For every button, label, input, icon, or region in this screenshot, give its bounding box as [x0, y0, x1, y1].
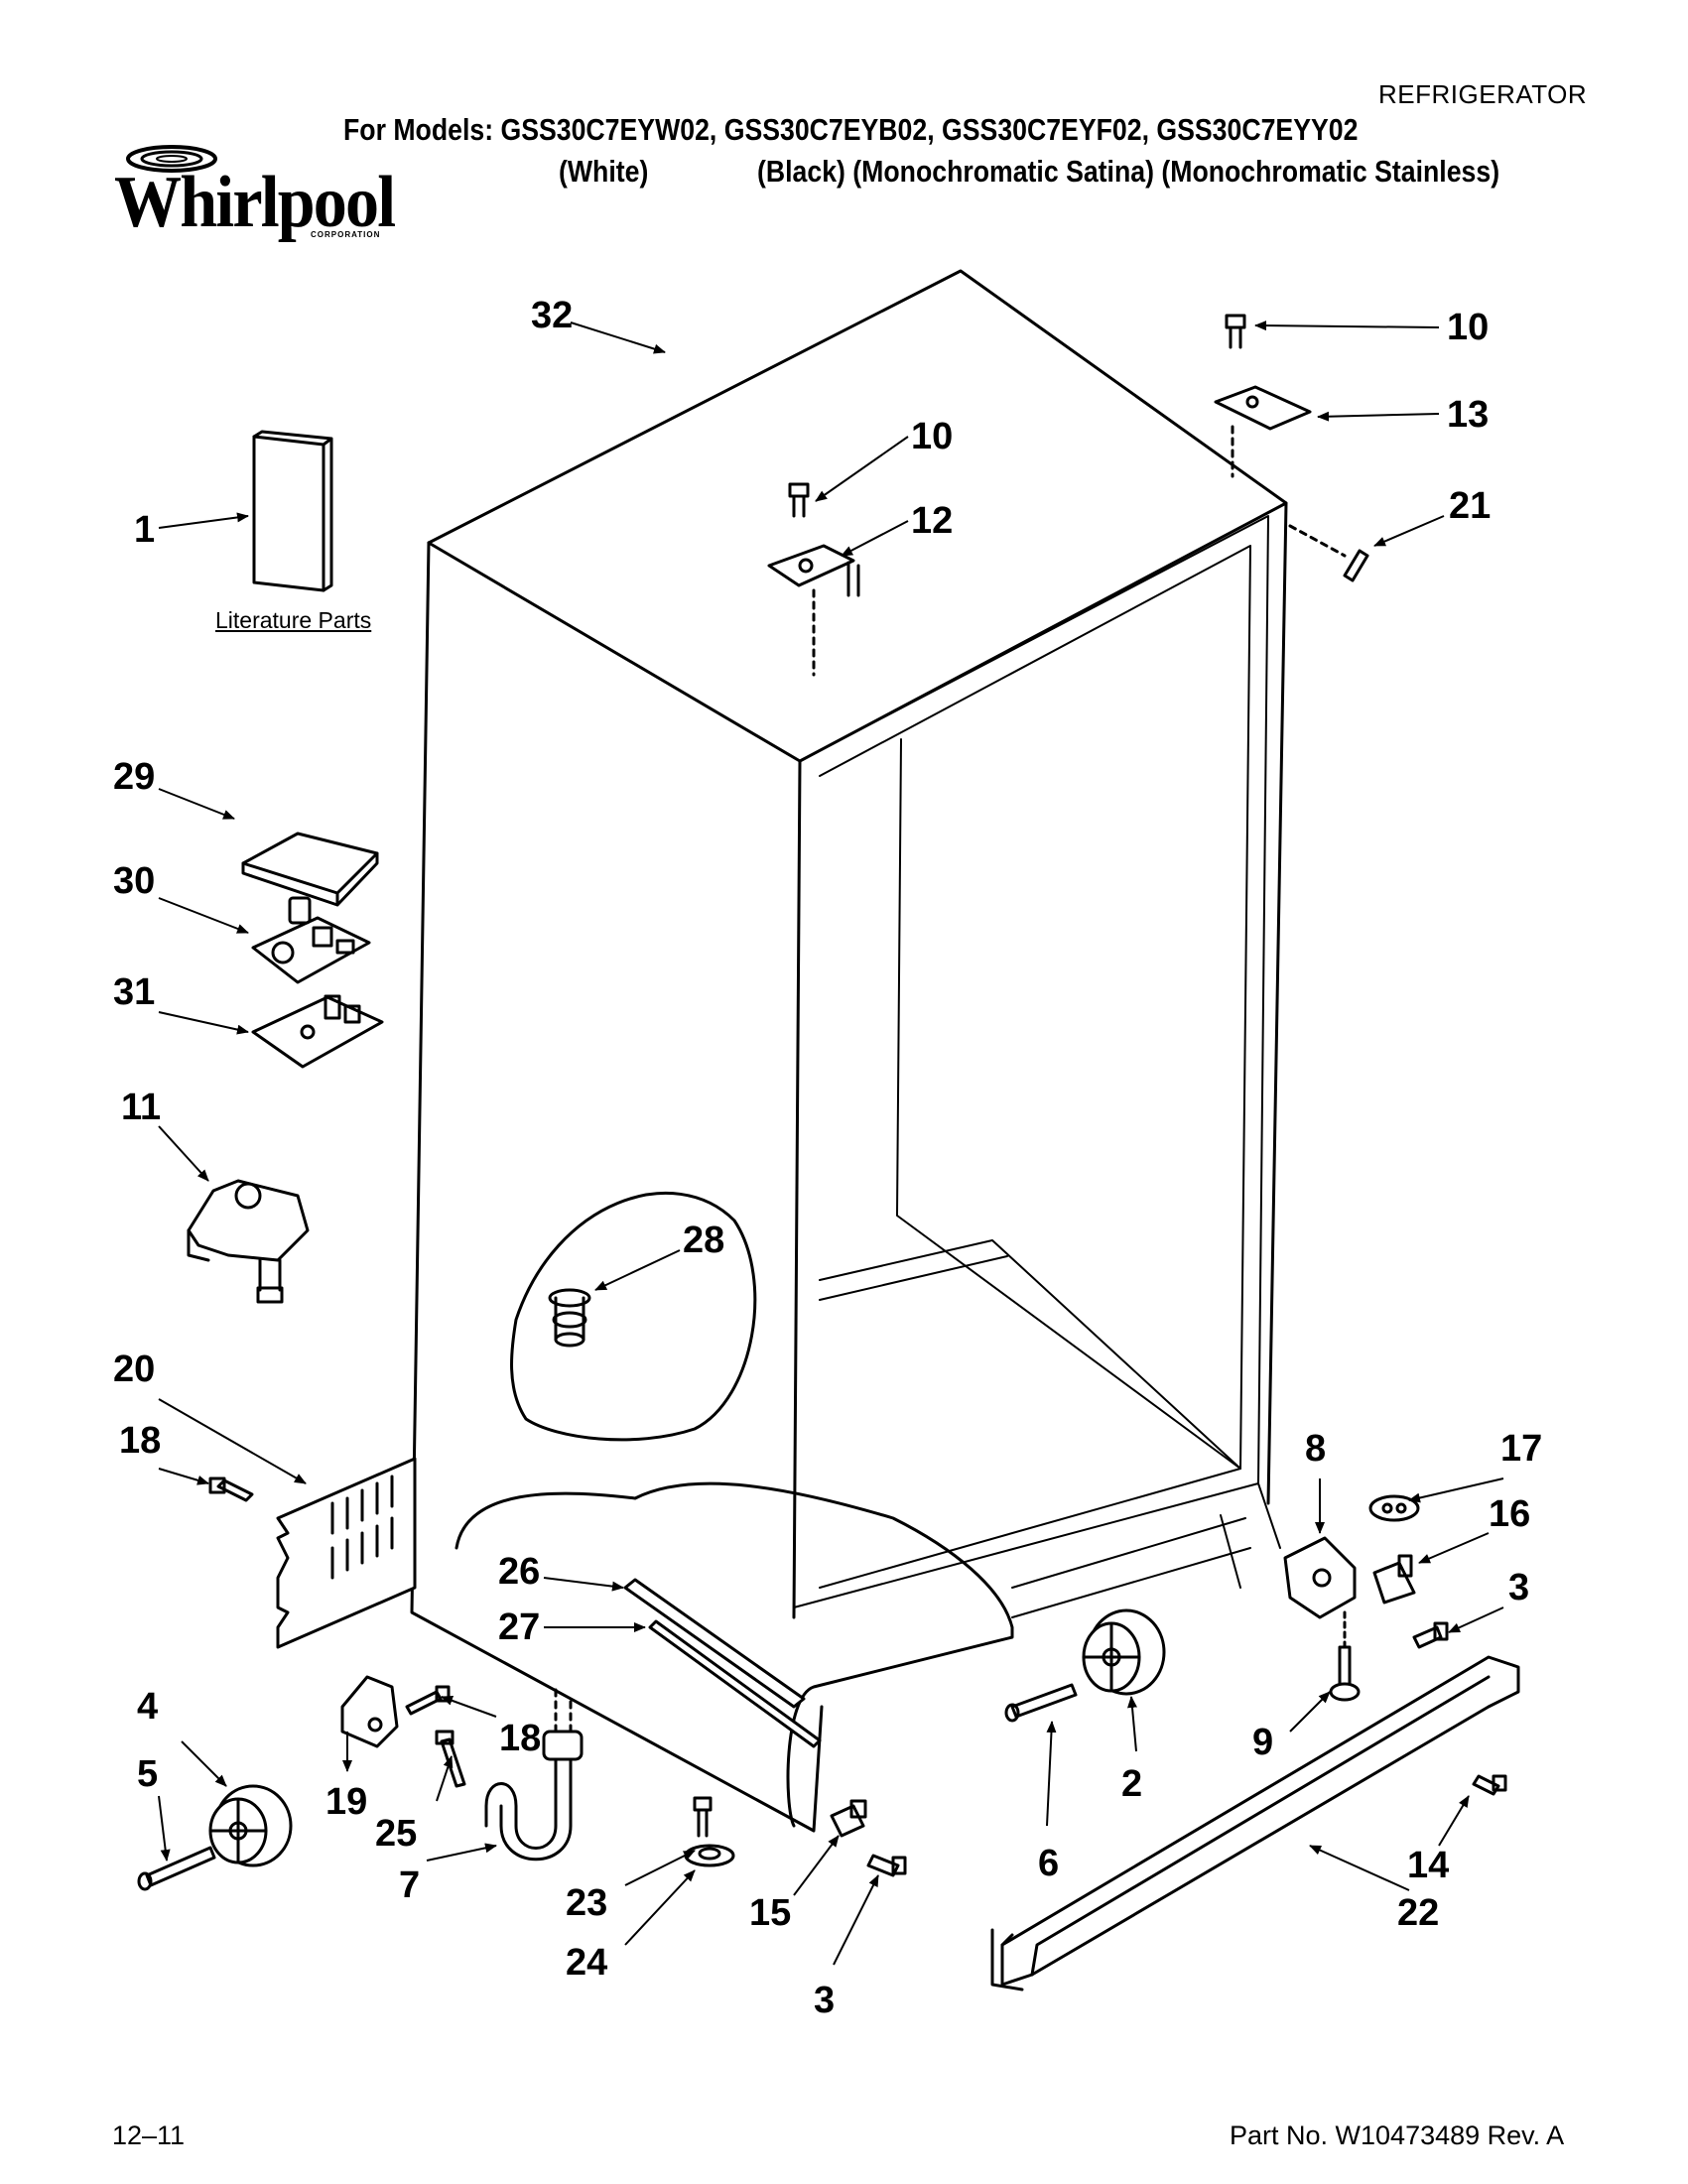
callout-8: 8 — [1305, 1428, 1326, 1470]
callout-24: 24 — [566, 1942, 607, 1984]
access-panel-icon — [276, 1457, 417, 1649]
callout-23: 23 — [566, 1882, 607, 1924]
caster-wheel-right-icon — [1082, 1608, 1166, 1696]
callout-9: 9 — [1252, 1722, 1273, 1763]
callout-29: 29 — [113, 756, 155, 798]
literature-booklet-icon — [252, 430, 333, 592]
callout-13: 13 — [1447, 394, 1489, 436]
callout-25: 25 — [375, 1813, 417, 1855]
callout-27: 27 — [498, 1606, 540, 1648]
screw-3-lower-icon — [866, 1854, 907, 1877]
hinge-pin-icon — [1329, 1645, 1361, 1702]
revision-date: 12–11 — [112, 2120, 186, 2150]
base-grille-icon — [990, 1655, 1520, 1991]
literature-parts-label: Literature Parts — [215, 607, 372, 633]
bracket-15-icon — [830, 1799, 867, 1838]
callout-32: 32 — [531, 295, 573, 336]
tube-27-icon — [648, 1619, 822, 1748]
callout-5: 5 — [137, 1753, 158, 1795]
callout-arrows — [158, 321, 1504, 1966]
hinge-plate-12-icon — [767, 544, 860, 677]
drain-tube-icon — [484, 1685, 584, 1862]
callout-18-lower: 18 — [499, 1718, 541, 1759]
callout-19: 19 — [325, 1781, 367, 1823]
screw-10-right-icon — [1225, 314, 1246, 349]
cabinet-outline — [410, 269, 1288, 1833]
callout-3-lower: 3 — [814, 1980, 835, 2021]
callout-labels: 1 32 10 12 10 13 21 29 30 31 11 28 20 18… — [113, 295, 1542, 2021]
hinge-16-icon — [1372, 1554, 1416, 1605]
hinge-bracket-icon — [1283, 1536, 1357, 1649]
screw-lower-icon — [405, 1685, 451, 1716]
caster-wheel-left-icon — [208, 1784, 293, 1867]
screw-3-upper-icon — [1412, 1621, 1449, 1649]
callout-28: 28 — [683, 1220, 724, 1261]
electronic-board-icon — [251, 994, 384, 1069]
callout-17: 17 — [1500, 1428, 1542, 1470]
leveling-foot-icon — [684, 1844, 735, 1867]
control-board-icon — [251, 896, 371, 984]
screw-10-left-icon — [788, 482, 810, 518]
callout-2: 2 — [1121, 1763, 1142, 1805]
logo-swirl-icon — [126, 145, 217, 173]
callout-1: 1 — [134, 509, 155, 551]
screw-14-icon — [1472, 1774, 1507, 1796]
callout-15: 15 — [749, 1892, 791, 1934]
hinge-17-icon — [1368, 1494, 1420, 1522]
catalog-category: REFRIGERATOR — [1378, 79, 1588, 109]
hinge-cap-21-icon — [1288, 524, 1369, 582]
color-variants: (Black) (Monochromatic Satina) (Monochro… — [757, 154, 1500, 189]
callout-26: 26 — [498, 1551, 540, 1593]
callout-10-right: 10 — [1447, 307, 1489, 348]
cutaway-drain-area — [510, 1191, 757, 1442]
water-valve-icon — [187, 1179, 310, 1304]
part-number: Part No. W10473489 Rev. A — [1230, 2120, 1565, 2150]
callout-30: 30 — [113, 860, 155, 902]
callout-10-left: 10 — [911, 416, 953, 457]
leveling-screw-icon — [693, 1796, 713, 1838]
logo-corporation: CORPORATION — [311, 230, 381, 239]
tube-26-icon — [623, 1578, 806, 1709]
screw-icon — [208, 1477, 254, 1502]
axle-pin-left-icon — [137, 1846, 216, 1891]
callout-16: 16 — [1489, 1493, 1530, 1535]
callout-22: 22 — [1397, 1892, 1439, 1934]
logo-wordmark: Whirlpool — [114, 162, 396, 243]
callout-3-upper: 3 — [1508, 1567, 1529, 1608]
axle-pin-right-icon — [1004, 1683, 1078, 1723]
color-white: (White) — [559, 154, 649, 189]
callout-7: 7 — [399, 1864, 420, 1906]
screw-25-icon — [435, 1730, 466, 1788]
mounting-bracket-icon — [340, 1675, 399, 1748]
callout-20: 20 — [113, 1349, 155, 1390]
whirlpool-logo: Whirlpool CORPORATION — [114, 139, 396, 248]
callout-11: 11 — [121, 1087, 161, 1128]
callout-12: 12 — [911, 500, 953, 542]
callout-31: 31 — [113, 971, 155, 1013]
callout-4: 4 — [137, 1686, 158, 1728]
drain-fitting-icon — [548, 1288, 591, 1348]
callout-6: 6 — [1038, 1843, 1059, 1884]
callout-18-upper: 18 — [119, 1420, 161, 1462]
control-cover-icon — [241, 832, 379, 907]
hinge-plate-13-icon — [1214, 385, 1312, 478]
models-line: For Models: GSS30C7EYW02, GSS30C7EYB02, … — [343, 112, 1359, 147]
callout-14: 14 — [1407, 1845, 1449, 1886]
callout-21: 21 — [1449, 485, 1491, 527]
